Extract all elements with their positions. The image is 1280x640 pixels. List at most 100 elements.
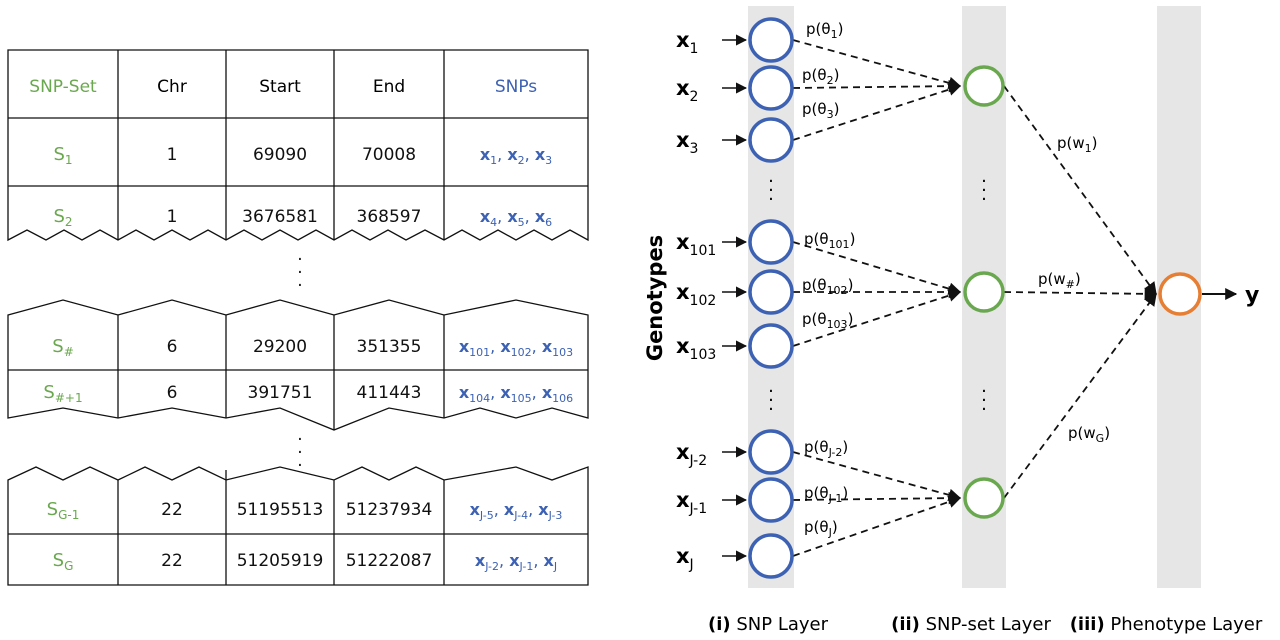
snp-node <box>748 65 794 111</box>
vertical-ellipsis: . <box>768 376 774 397</box>
theta-label: p(θJ) <box>804 518 838 539</box>
start-cell: 69090 <box>253 145 307 165</box>
w-edge <box>1003 85 1157 296</box>
end-cell: 411443 <box>357 383 422 403</box>
snp-node <box>748 533 794 579</box>
chr-cell: 1 <box>167 145 178 165</box>
snp-set-node <box>963 477 1005 519</box>
theta-label: p(θJ-1) <box>804 484 848 505</box>
vertical-ellipsis: . <box>981 385 987 406</box>
table-block-2-outline <box>7 299 589 431</box>
table-ellipsis-1: . . . <box>297 245 302 291</box>
snp-set-cell: SG <box>53 550 74 573</box>
vertical-ellipsis: . <box>981 376 987 397</box>
snp-set-cell: SG-1 <box>47 499 80 522</box>
svg-text:.: . <box>297 245 302 265</box>
vertical-ellipsis: . <box>768 394 774 415</box>
header-snps: SNPs <box>495 77 537 97</box>
chr-cell: 6 <box>167 337 178 357</box>
phenotype-node <box>1158 272 1202 316</box>
theta-label: p(θ101) <box>804 230 855 251</box>
chr-cell: 22 <box>161 551 183 571</box>
w-edge <box>1003 292 1157 499</box>
output-y-label: y <box>1245 283 1259 308</box>
theta-edge <box>792 491 962 505</box>
snps-cell: x4, x5, x6 <box>480 207 552 229</box>
table-row: SG 22 51205919 51222087 xJ-2, xJ-1, xJ <box>53 550 557 573</box>
snp-node <box>748 117 794 163</box>
start-cell: 51205919 <box>237 551 324 571</box>
theta-edge <box>792 241 962 295</box>
end-cell: 70008 <box>362 145 416 165</box>
end-cell: 51222087 <box>346 551 433 571</box>
w-edge <box>1003 287 1158 301</box>
theta-edge <box>792 83 962 141</box>
snps-cell: xJ-2, xJ-1, xJ <box>475 551 557 573</box>
chr-cell: 1 <box>167 207 178 227</box>
snp-node <box>748 219 794 265</box>
theta-label: p(θJ-2) <box>804 438 848 459</box>
layer-caption: (ii) SNP-set Layer <box>891 614 1051 635</box>
snp-set-cell: S2 <box>53 206 72 229</box>
snp-node <box>748 269 794 315</box>
snps-cell: x1, x2, x3 <box>480 145 552 167</box>
vertical-ellipsis: . <box>768 385 774 406</box>
svg-text:.: . <box>297 271 302 291</box>
chr-cell: 6 <box>167 383 178 403</box>
input-label: xJ <box>676 544 694 573</box>
chr-cell: 22 <box>161 500 183 520</box>
network-labels: ............x1x2x3x101x102x103xJ-2xJ-1xJ… <box>676 20 1110 573</box>
input-label: x3 <box>676 128 698 157</box>
network-edges <box>722 34 1238 562</box>
theta-edge <box>792 451 962 502</box>
theta-edge <box>792 495 962 557</box>
svg-text:.: . <box>297 438 302 458</box>
start-cell: 391751 <box>248 383 313 403</box>
theta-label: p(θ103) <box>802 310 853 331</box>
input-label: x102 <box>676 280 716 309</box>
snp-set-cell: S#+1 <box>43 382 82 405</box>
theta-label: p(θ3) <box>802 100 839 121</box>
network-nodes <box>748 17 1202 579</box>
start-cell: 29200 <box>253 337 307 357</box>
w-label: p(w#) <box>1038 270 1081 291</box>
svg-text:.: . <box>297 425 302 445</box>
w-label: p(w1) <box>1057 134 1098 155</box>
layer-caption: (i) SNP Layer <box>708 614 829 635</box>
input-label: xJ-2 <box>676 440 707 469</box>
table-row: S#+1 6 391751 411443 x104, x105, x106 <box>43 382 573 405</box>
snps-cell: xJ-5, xJ-4, xJ-3 <box>470 500 563 522</box>
theta-edge <box>792 39 962 90</box>
snps-cell: x101, x102, x103 <box>459 337 573 359</box>
snp-set-node <box>963 65 1005 107</box>
end-cell: 351355 <box>357 337 422 357</box>
input-label: x1 <box>676 28 698 57</box>
vertical-ellipsis: . <box>981 175 987 196</box>
snp-set-node <box>963 271 1005 313</box>
snp-node <box>748 429 794 475</box>
theta-edge <box>792 289 962 347</box>
input-label: xJ-1 <box>676 488 707 517</box>
start-cell: 51195513 <box>237 500 324 520</box>
genotypes-axis-label: Genotypes <box>643 235 667 361</box>
header-end: End <box>373 77 405 97</box>
vertical-ellipsis: . <box>981 166 987 187</box>
layer-caption: (iii) Phenotype Layer <box>1070 614 1263 635</box>
vertical-ellipsis: . <box>981 184 987 205</box>
end-cell: 51237934 <box>346 500 433 520</box>
snp-node <box>748 323 794 369</box>
snps-cell: x104, x105, x106 <box>459 383 573 405</box>
layer-captions: (i) SNP Layer (ii) SNP-set Layer (iii) Phe… <box>708 614 1263 635</box>
theta-label: p(θ2) <box>802 66 839 87</box>
input-label: x2 <box>676 76 698 105</box>
vertical-ellipsis: . <box>768 175 774 196</box>
snp-set-cell: S# <box>52 336 74 359</box>
vertical-ellipsis: . <box>768 166 774 187</box>
input-label: x101 <box>676 230 716 259</box>
table-ellipsis-2: . . . <box>297 425 302 471</box>
snp-node <box>748 477 794 523</box>
